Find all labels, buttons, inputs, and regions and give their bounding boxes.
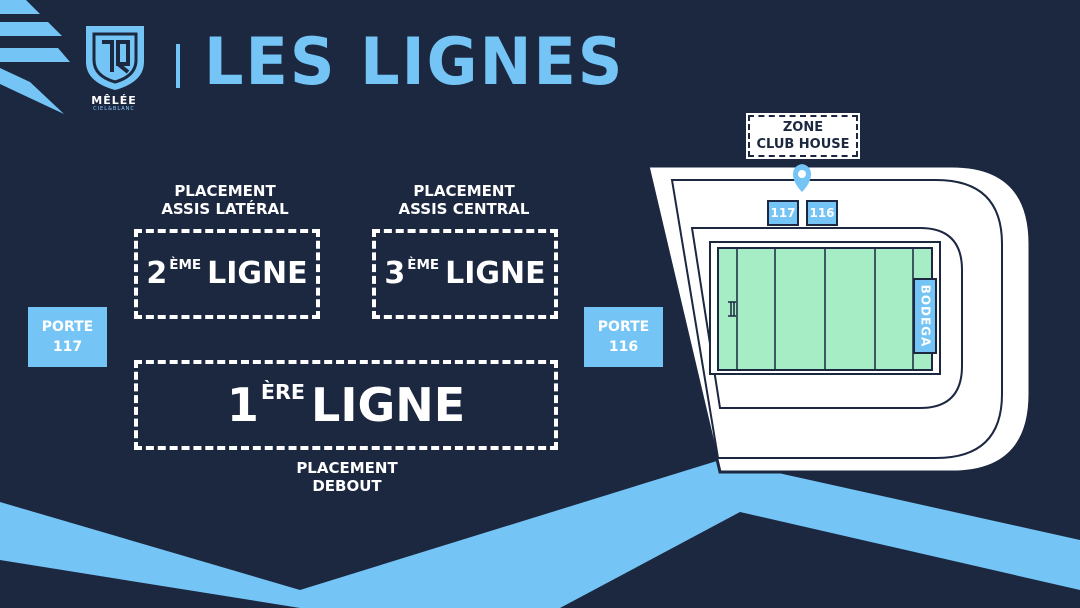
bodega-badge: BODEGA bbox=[913, 278, 937, 354]
stadium-track-outer bbox=[670, 179, 1003, 459]
zone-debout-suffix: ÈRE bbox=[260, 380, 306, 404]
caption-debout: PLACEMENT DEBOUT bbox=[252, 459, 442, 495]
zone-lateral-number: 2 bbox=[146, 256, 168, 291]
gate-117-badge: 117 bbox=[767, 200, 799, 226]
zone-club-house-label: ZONE CLUB HOUSE bbox=[746, 113, 860, 159]
zone-2eme-ligne: 2 ÈME LIGNE bbox=[134, 229, 320, 319]
porte-left-label: PORTE bbox=[41, 319, 94, 335]
porte-117-badge: PORTE 117 bbox=[28, 307, 107, 367]
page-title: LES LIGNES bbox=[204, 23, 625, 100]
brand-subtitle: CIEL&BLANC bbox=[93, 106, 135, 112]
porte-116-badge: PORTE 116 bbox=[584, 307, 663, 367]
zone-3eme-ligne: 3 ÈME LIGNE bbox=[372, 229, 558, 319]
zone-1ere-ligne: 1 ÈRE LIGNE bbox=[134, 360, 558, 450]
zone-line-2: CLUB HOUSE bbox=[756, 137, 850, 152]
stripe-2 bbox=[0, 22, 62, 36]
zone-debout-word: LIGNE bbox=[311, 378, 466, 432]
zone-lateral-suffix: ÈME bbox=[169, 257, 202, 273]
zone-central-suffix: ÈME bbox=[407, 257, 440, 273]
bodega-label: BODEGA bbox=[918, 284, 932, 348]
gate-116-badge: 116 bbox=[806, 200, 838, 226]
goalpost-left-icon bbox=[728, 301, 736, 317]
caption-debout-line-2: DEBOUT bbox=[312, 477, 382, 495]
zone-lateral-word: LIGNE bbox=[207, 256, 308, 291]
zone-line-1: ZONE bbox=[782, 120, 824, 135]
caption-central: PLACEMENT ASSIS CENTRAL bbox=[369, 182, 559, 218]
stadium-track-inner bbox=[690, 227, 963, 409]
porte-left-number: 117 bbox=[52, 339, 83, 355]
wave-band-dark-right bbox=[560, 512, 1080, 608]
brand-name: MÊLÉE bbox=[91, 94, 137, 107]
title-separator bbox=[176, 44, 180, 88]
stadium-map bbox=[646, 164, 1032, 474]
stripe-3 bbox=[0, 48, 70, 62]
caption-central-line-1: PLACEMENT bbox=[413, 182, 515, 200]
caption-debout-line-1: PLACEMENT bbox=[296, 459, 398, 477]
wave-band-dark-left bbox=[0, 560, 300, 608]
zone-central-word: LIGNE bbox=[445, 256, 546, 291]
shield-logo-icon bbox=[86, 26, 144, 90]
caption-lateral-line-1: PLACEMENT bbox=[174, 182, 276, 200]
stripe-1 bbox=[0, 0, 40, 14]
caption-lateral-line-2: ASSIS LATÉRAL bbox=[161, 200, 289, 218]
zone-central-number: 3 bbox=[384, 256, 406, 291]
caption-central-line-2: ASSIS CENTRAL bbox=[398, 200, 530, 218]
zone-debout-number: 1 bbox=[226, 378, 259, 432]
stripe-4 bbox=[0, 68, 64, 114]
porte-right-number: 116 bbox=[608, 339, 639, 355]
porte-right-label: PORTE bbox=[597, 319, 650, 335]
caption-lateral: PLACEMENT ASSIS LATÉRAL bbox=[130, 182, 320, 218]
